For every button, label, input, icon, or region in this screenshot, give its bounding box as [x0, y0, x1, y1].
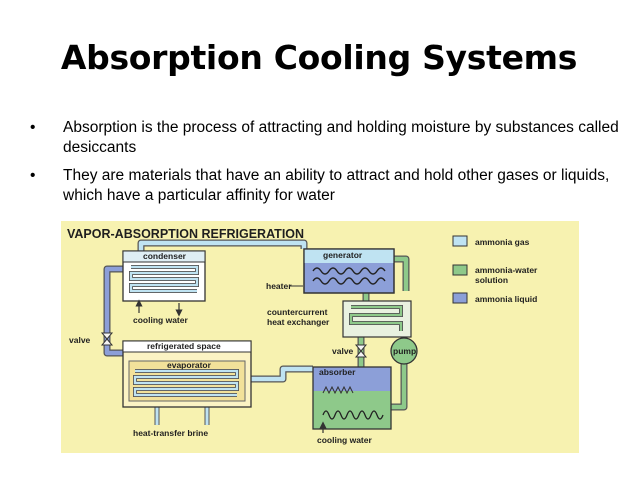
diagram-title: VAPOR-ABSORPTION REFRIGERATION	[67, 227, 304, 241]
bullet-text: They are materials that have an ability …	[63, 167, 610, 204]
bullet-list: • Absorption is the process of attractin…	[30, 118, 620, 214]
legend-item: ammonia gas	[452, 235, 530, 247]
legend-item: ammonia liquid	[452, 292, 537, 304]
heater-label: heater	[266, 281, 292, 291]
legend-label: ammonia gas	[475, 237, 530, 247]
pump-label: pump	[393, 346, 416, 356]
condenser-label: condenser	[143, 251, 187, 261]
valve-left-icon	[100, 332, 114, 346]
legend-item: ammonia-water solution	[452, 264, 538, 285]
hx-label-line1: countercurrent	[267, 307, 328, 317]
cooling-water-top-label: cooling water	[133, 315, 188, 325]
hx-label-line2: heat exchanger	[267, 317, 330, 327]
bullet-item: • Absorption is the process of attractin…	[30, 118, 620, 158]
bullet-dot: •	[30, 119, 36, 136]
bullet-dot: •	[30, 167, 36, 184]
bullet-text: Absorption is the process of attracting …	[63, 119, 619, 156]
legend-label: ammonia liquid	[475, 294, 537, 304]
heat-exchanger	[342, 300, 412, 338]
cooling-water-bottom-label: cooling water	[317, 435, 372, 445]
valve-right-icon	[354, 344, 368, 358]
legend-swatch-solution	[452, 264, 468, 276]
vapor-absorption-diagram: VAPOR-ABSORPTION REFRIGERATION condenser…	[61, 221, 579, 453]
evaporator-label: evaporator	[167, 360, 212, 370]
absorber	[312, 366, 392, 430]
legend-label: ammonia-water	[475, 265, 538, 275]
valve-right-label: valve	[332, 346, 354, 356]
legend-swatch-liquid	[452, 292, 468, 304]
legend-label-line2: solution	[475, 275, 508, 285]
legend: ammonia gas ammonia-water solution ammon…	[452, 235, 538, 304]
refrigerated-space	[122, 340, 252, 408]
refrigerated-space-label: refrigerated space	[147, 341, 221, 351]
generator-label: generator	[323, 250, 363, 260]
valve-left-label: valve	[69, 335, 91, 345]
generator	[303, 248, 395, 294]
legend-swatch-gas	[452, 235, 468, 247]
absorber-label: absorber	[319, 367, 356, 377]
heat-transfer-brine-label: heat-transfer brine	[133, 428, 208, 438]
slide-title: Absorption Cooling Systems	[60, 38, 578, 77]
bullet-item: • They are materials that have an abilit…	[30, 166, 620, 206]
condenser	[122, 250, 206, 302]
pump	[390, 337, 418, 365]
